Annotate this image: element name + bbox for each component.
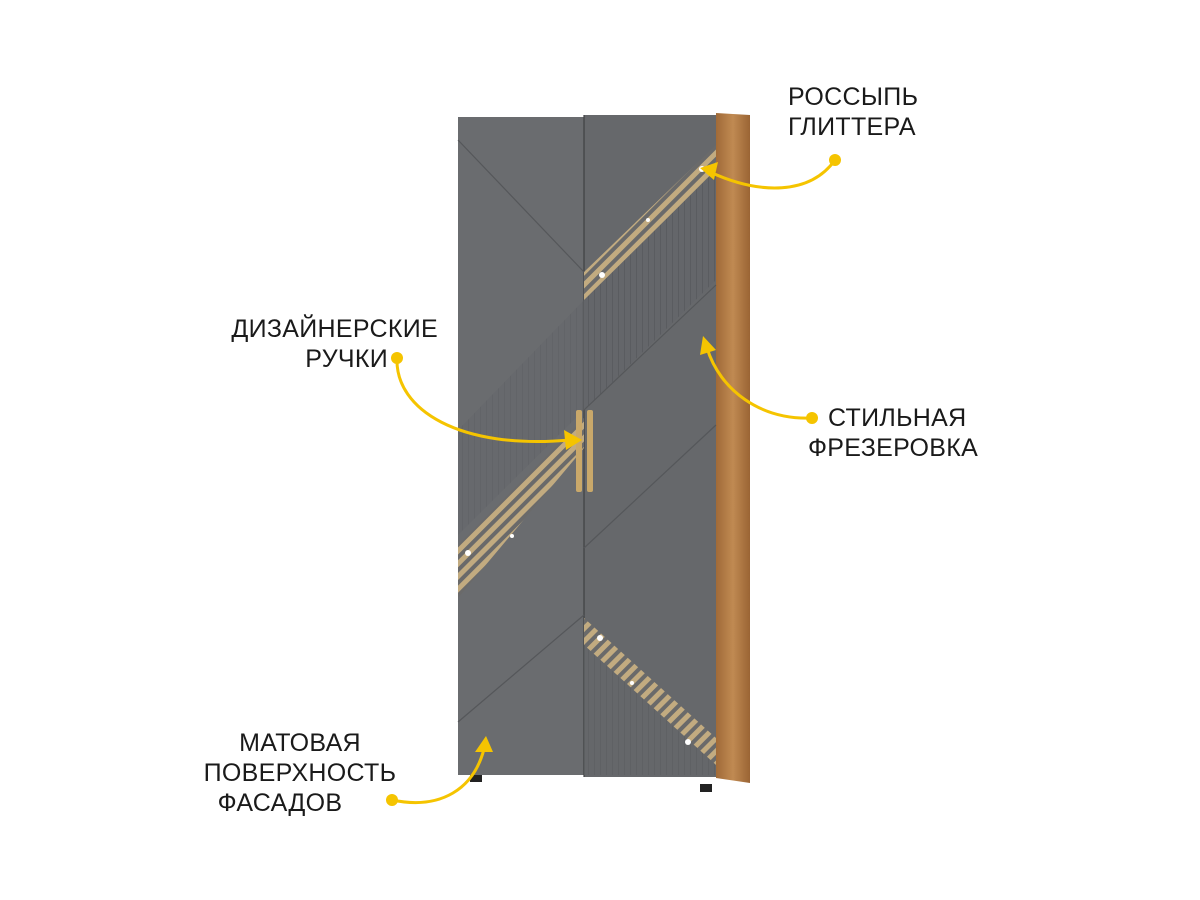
glitter-band (584, 145, 716, 300)
callout-milling: СТИЛЬНАЯ ФРЕЗЕРОВКА (808, 404, 979, 462)
callout-dot (806, 412, 818, 424)
handle (576, 410, 582, 492)
milling-band (584, 645, 716, 775)
callout-dot (386, 794, 398, 806)
arrowhead-icon (564, 430, 582, 450)
leg (470, 774, 482, 782)
glitter-band (458, 418, 584, 598)
arrowhead-icon (700, 162, 718, 180)
callout-dot (391, 352, 403, 364)
callout-handles: ДИЗАЙНЕРСКИЕ РУЧКИ (231, 315, 438, 373)
leg (700, 784, 712, 792)
arrowhead-icon (475, 736, 493, 752)
callout-glitter: РОССЫПЬ ГЛИТТЕРА (788, 83, 919, 141)
arrowhead-icon (700, 336, 716, 355)
handle (587, 410, 593, 492)
milling-band (458, 300, 584, 535)
side-panel (716, 113, 750, 783)
callout-matte: МАТОВАЯ ПОВЕРХНОСТЬ ФАСАДОВ (203, 729, 397, 817)
glitter-band (584, 618, 716, 765)
callout-arrows (391, 159, 837, 805)
milling-band (584, 170, 716, 410)
callout-dot (829, 154, 841, 166)
